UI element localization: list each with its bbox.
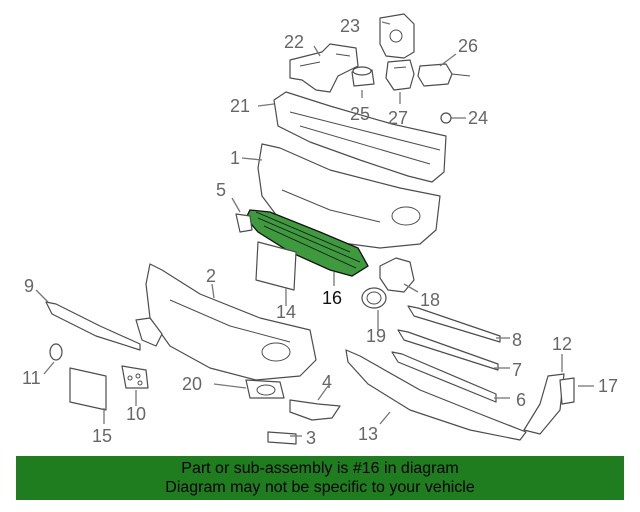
callout-8: 8: [512, 330, 522, 350]
part-9-molding: [45, 301, 141, 351]
part-15-license-bracket: [69, 367, 107, 411]
callout-15: 15: [92, 426, 112, 446]
part-7-molding: [397, 329, 499, 371]
part-25-rubber-stop: [351, 66, 375, 87]
diagram-notice-banner: Part or sub-assembly is #16 in diagram D…: [16, 456, 624, 500]
part-side-grille: [135, 317, 163, 347]
part-11-cap: [49, 343, 63, 361]
callout-20: 20: [182, 374, 202, 394]
part-18-duct: [379, 257, 415, 293]
callout-11: 11: [22, 368, 41, 388]
part-13-spoiler: [345, 349, 527, 441]
banner-line-part: Part or sub-assembly is #16 in diagram: [181, 460, 459, 477]
callout-26: 26: [458, 36, 478, 56]
part-14-license-bracket: [255, 241, 297, 291]
callout-7: 7: [512, 360, 522, 380]
callout-9: 9: [24, 276, 34, 296]
part-12-support: [523, 373, 565, 435]
part-23-bracket: [379, 13, 415, 59]
leader-lines: [35, 21, 594, 437]
callout-1: 1: [230, 148, 240, 168]
part-16-grille: [245, 209, 369, 277]
callout-22: 22: [284, 32, 304, 52]
part-21-reinforcement: [273, 91, 447, 183]
callout-18: 18: [420, 290, 440, 310]
part-8-molding: [407, 305, 501, 343]
callout-27: 27: [388, 108, 408, 128]
part-26-sensor: [417, 63, 471, 87]
part-17-bracket: [559, 377, 575, 405]
parts-diagram: 23 22 26 25 27 24 21 1 5 2 16 18 14 19 9…: [22, 13, 618, 448]
part-19-ring: [361, 287, 387, 309]
part-20-fog-cover: [245, 379, 285, 399]
callout-5: 5: [216, 180, 226, 200]
callout-25: 25: [350, 104, 370, 124]
callout-24: 24: [468, 108, 488, 128]
part-27-bracket: [385, 59, 415, 91]
callout-13: 13: [358, 424, 378, 444]
part-1-bumper-cover: [257, 143, 441, 249]
part-3-clip: [267, 431, 297, 445]
part-5-cap: [235, 213, 253, 233]
callout-23: 23: [340, 16, 360, 36]
callout-6: 6: [516, 390, 526, 410]
part-4-bracket: [289, 399, 341, 421]
callout-12: 12: [552, 334, 572, 354]
callout-14: 14: [276, 302, 296, 322]
callout-19: 19: [366, 326, 386, 346]
part-10-fog-grille: [121, 365, 149, 389]
callout-3: 3: [306, 428, 316, 448]
callout-4: 4: [322, 372, 332, 392]
banner-line-disclaimer: Diagram may not be specific to your vehi…: [165, 479, 475, 496]
callout-21: 21: [230, 96, 250, 116]
callout-17: 17: [598, 376, 618, 396]
callout-2: 2: [206, 266, 216, 286]
callout-10: 10: [126, 404, 146, 424]
callout-16: 16: [322, 288, 342, 308]
callouts: 23 22 26 25 27 24 21 1 5 2 16 18 14 19 9…: [22, 16, 618, 448]
part-22-bracket: [289, 43, 359, 93]
